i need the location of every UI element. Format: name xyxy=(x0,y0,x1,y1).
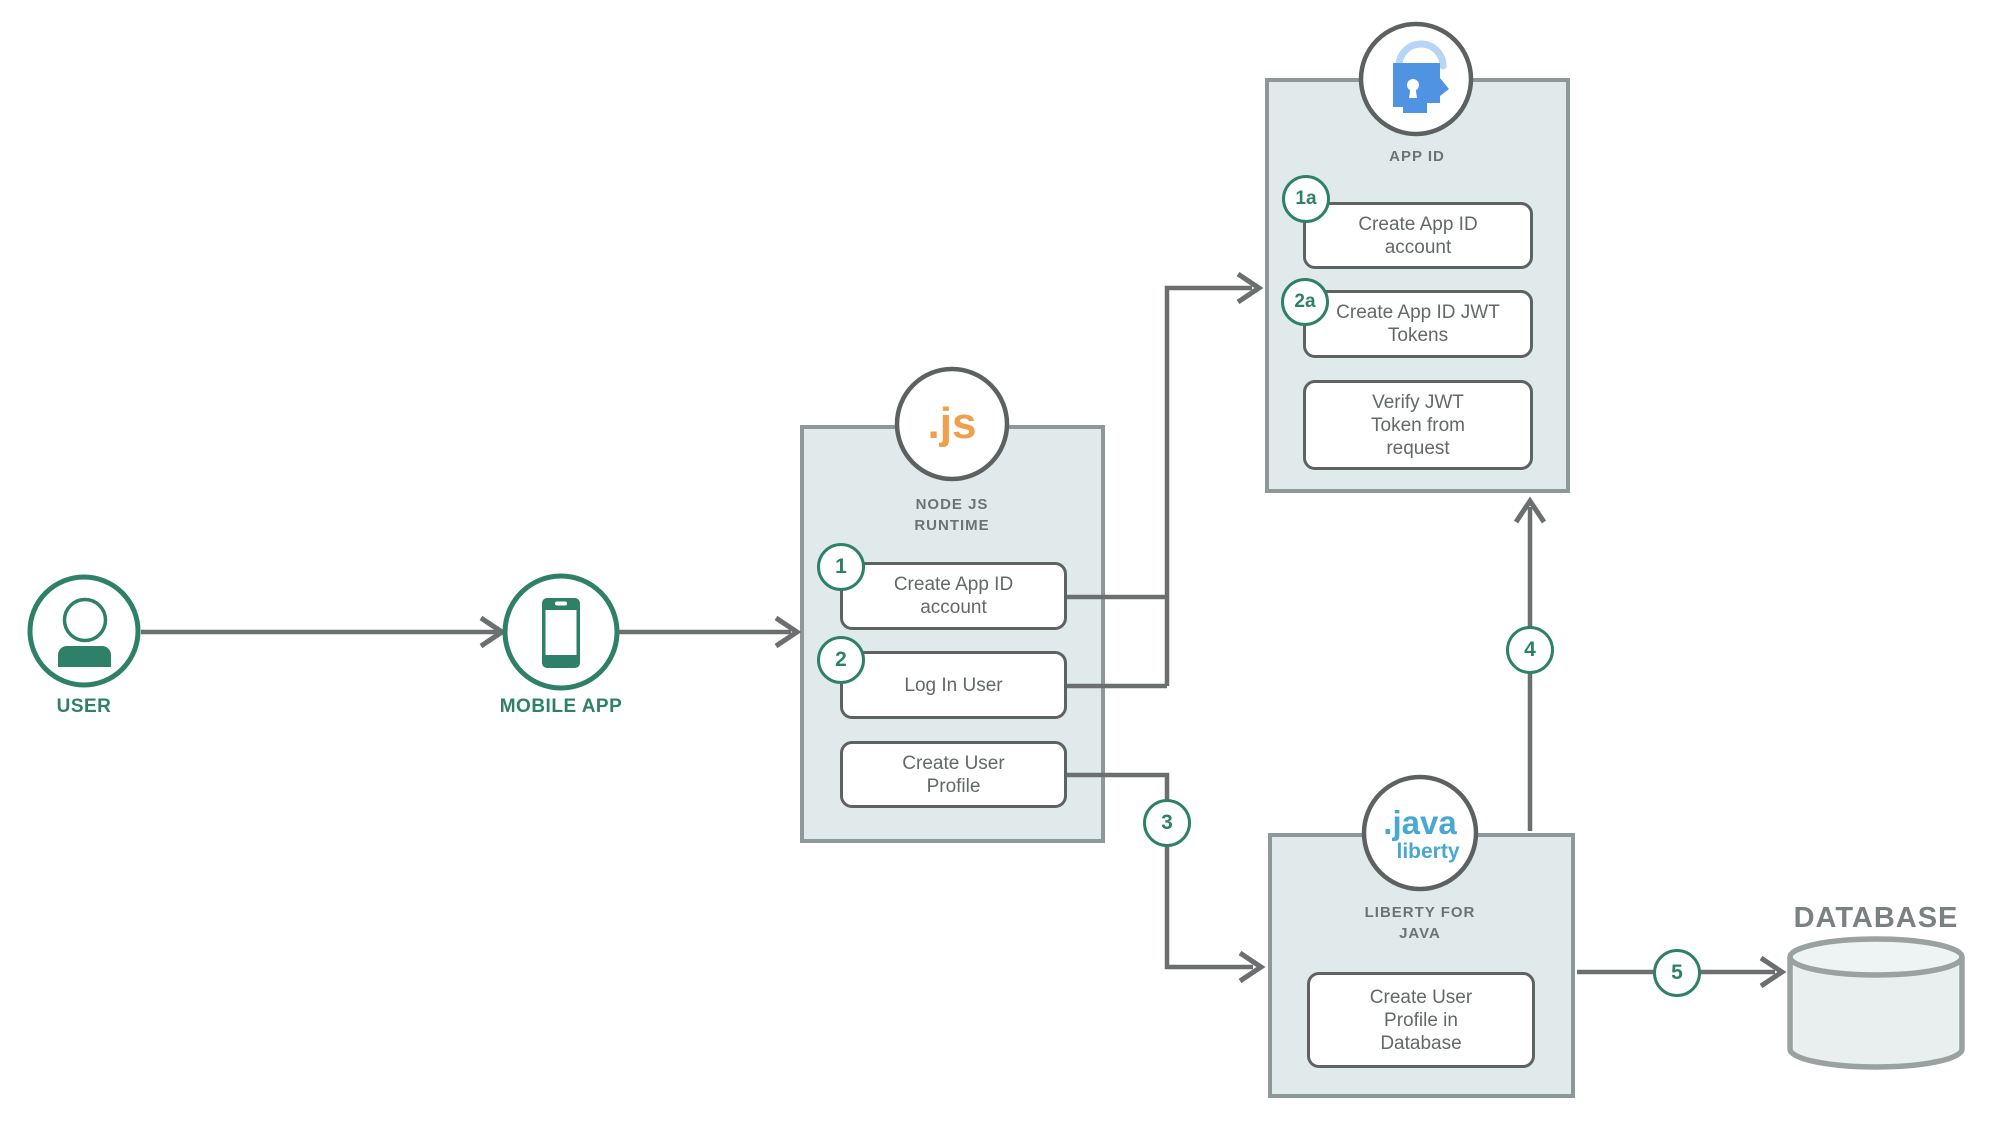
java-logo-line2: liberty xyxy=(1396,840,1460,863)
badge-step-1a: 1a xyxy=(1282,175,1330,223)
database-cylinder-icon xyxy=(1787,936,1965,1070)
user-label: USER xyxy=(56,696,112,717)
mobile-app-label: MOBILE APP xyxy=(499,696,623,717)
user-icon xyxy=(27,574,141,688)
badge-step-3: 3 xyxy=(1143,799,1191,847)
liberty-for-java-title: LIBERTY FOR JAVA xyxy=(1364,904,1476,942)
liberty-step-create-user-profile-db: Create User Profile in Database xyxy=(1307,972,1535,1068)
badge-step-4: 4 xyxy=(1506,626,1554,674)
badge-step-5: 5 xyxy=(1653,949,1701,997)
nodejs-step-create-user-profile: Create User Profile xyxy=(840,741,1067,808)
nodejs-step-log-in-user: Log In User xyxy=(840,651,1067,719)
appid-step-create-app-id-account: Create App ID account xyxy=(1303,202,1533,269)
database-label: DATABASE xyxy=(1793,902,1959,934)
app-id-title: APP ID xyxy=(1389,148,1445,165)
arrow-user-to-mobile xyxy=(141,615,507,649)
nodejs-step-create-app-id-account: Create App ID account xyxy=(840,562,1067,630)
appid-step-verify-jwt-token: Verify JWT Token from request xyxy=(1303,380,1533,470)
java-logo-line1: .java xyxy=(1383,804,1457,841)
arrow-mobile-to-nodejs xyxy=(619,615,802,649)
java-liberty-logo-text: .java liberty xyxy=(1365,806,1475,862)
mobile-phone-icon xyxy=(502,573,620,691)
badge-step-2a: 2a xyxy=(1281,278,1329,326)
nodejs-logo-text: .js xyxy=(927,399,977,448)
nodejs-runtime-title: NODE JS RUNTIME xyxy=(914,496,990,534)
badge-step-1: 1 xyxy=(817,543,865,591)
badge-step-2: 2 xyxy=(817,636,865,684)
appid-step-create-jwt-tokens: Create App ID JWT Tokens xyxy=(1303,290,1533,358)
